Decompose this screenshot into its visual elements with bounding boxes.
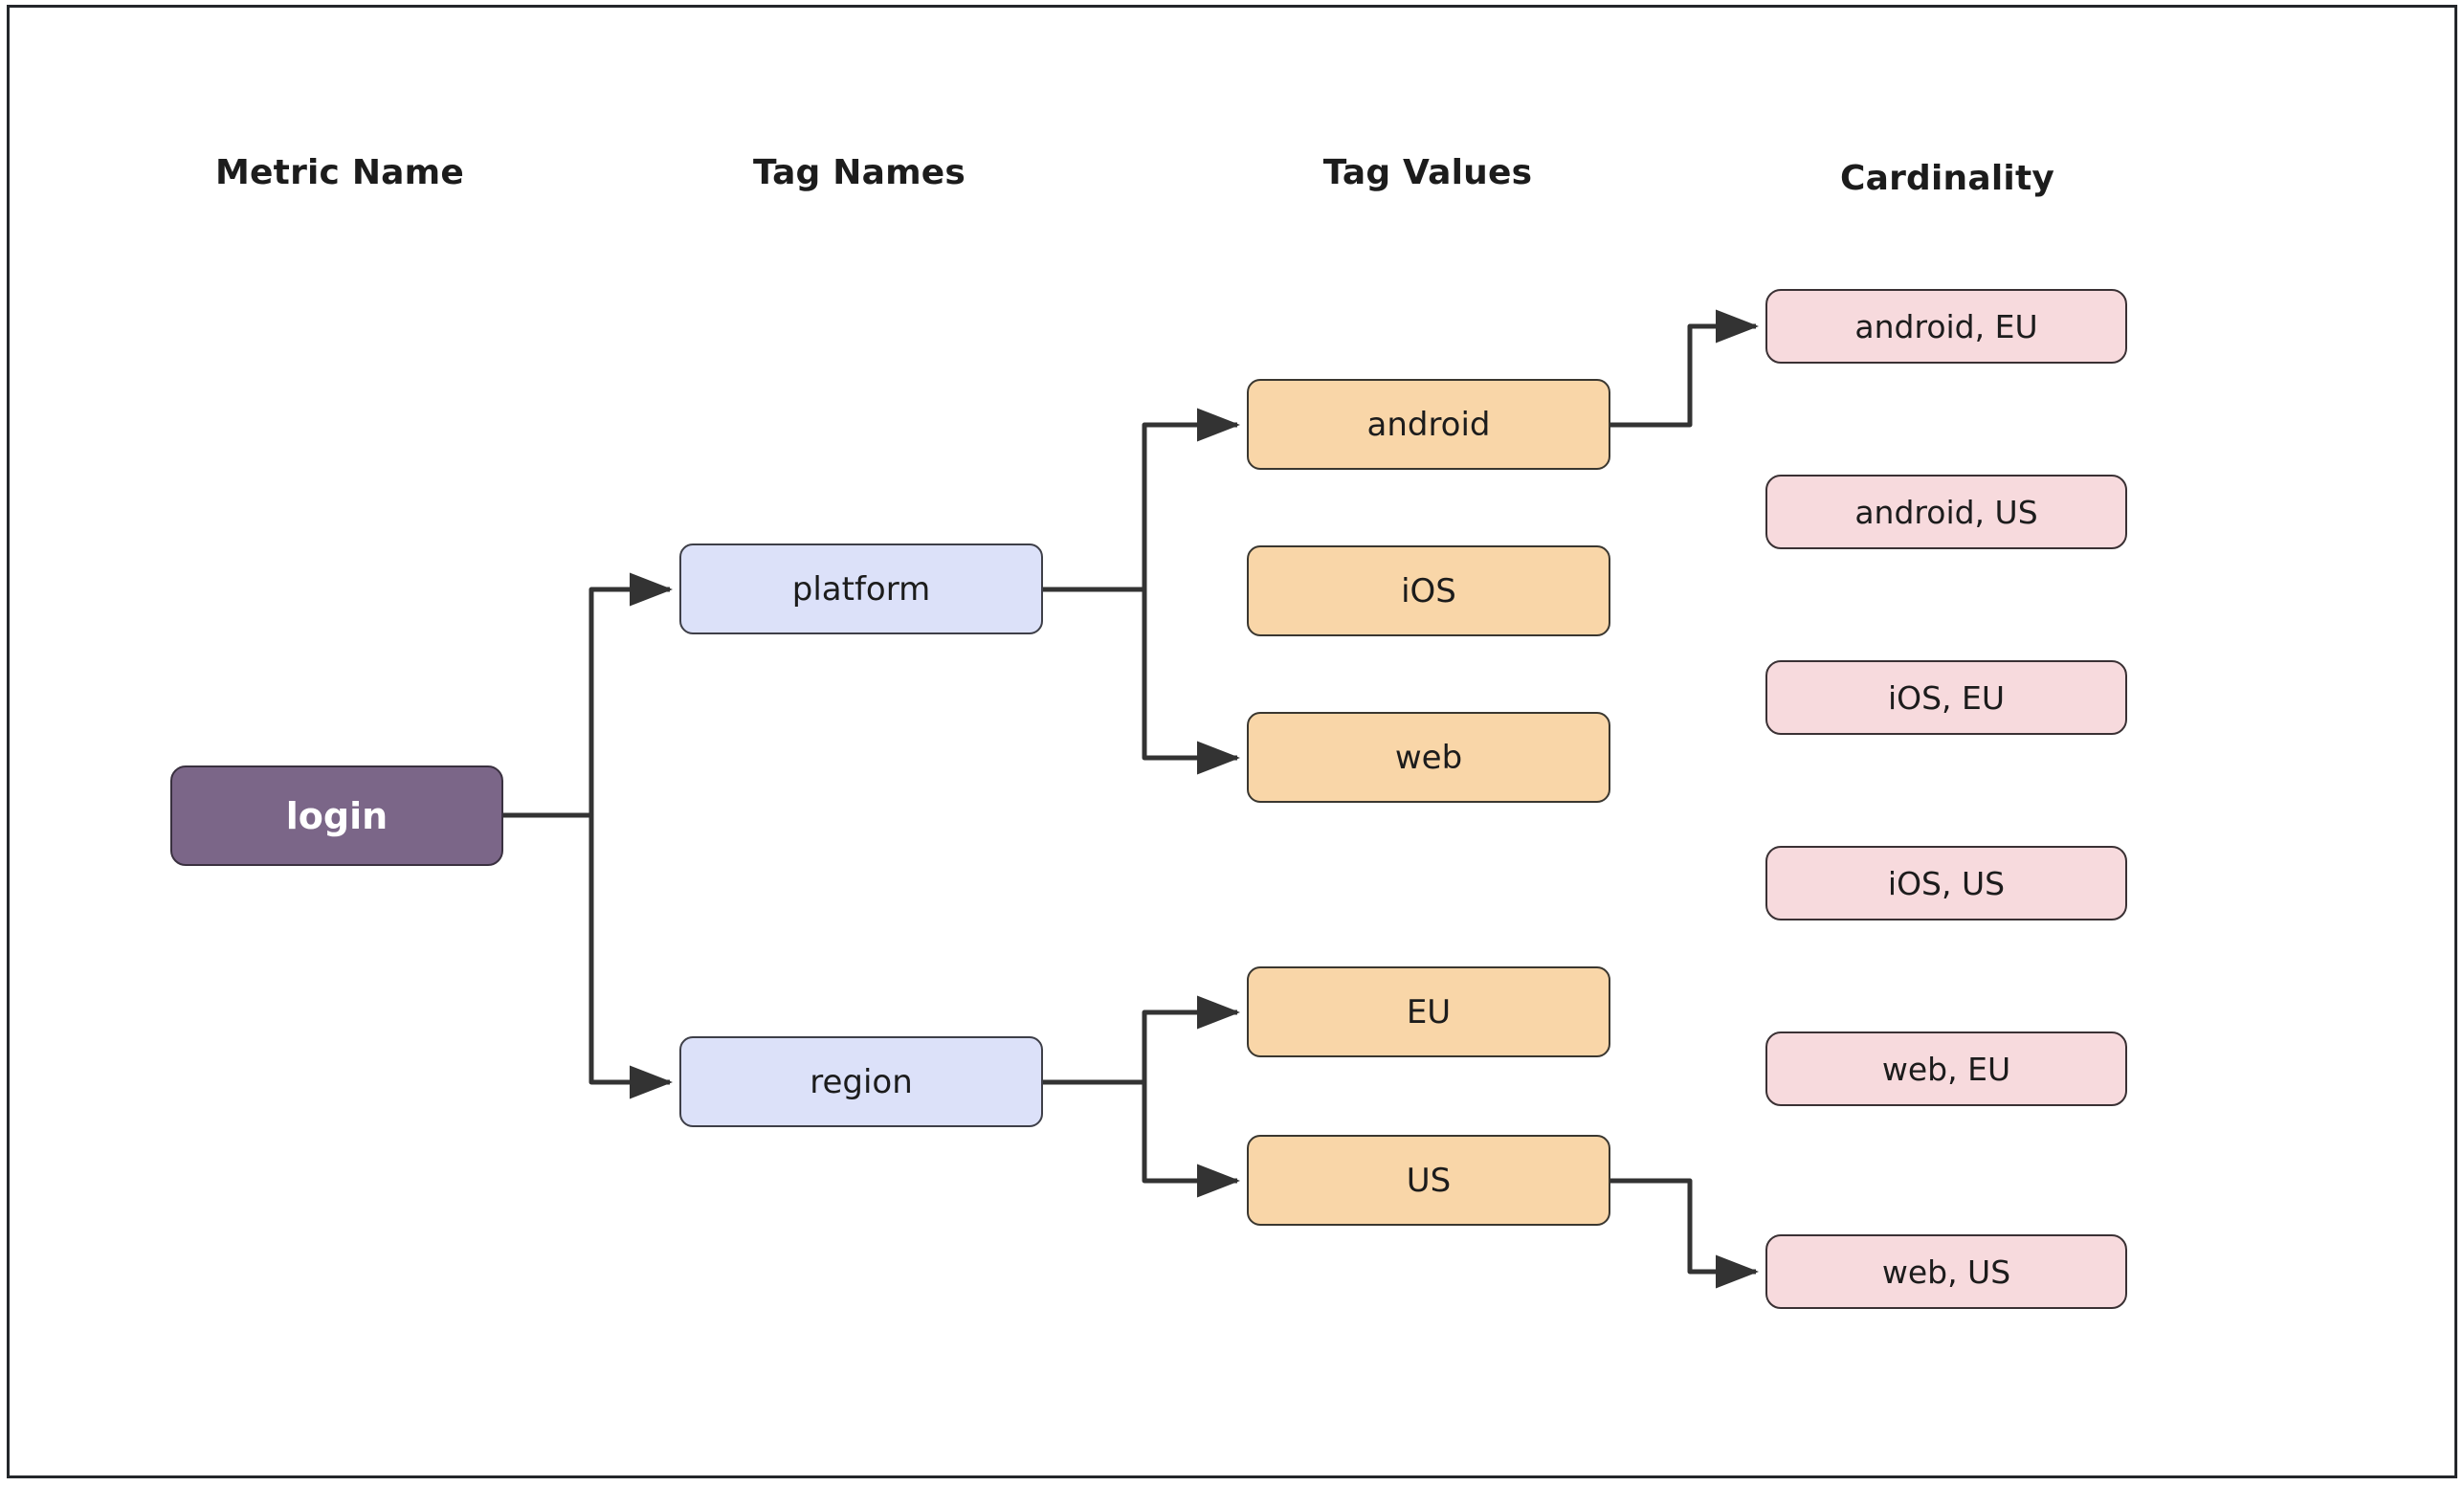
- connector-login-platform: [503, 572, 674, 818]
- connector-login-region: [503, 812, 674, 1099]
- column-header-tag-values: Tag Values: [1322, 153, 1533, 192]
- tag-value-node-eu[interactable]: EU: [1247, 966, 1610, 1057]
- connector-platform-web: [1043, 587, 1241, 775]
- tag-name-node-region[interactable]: region: [679, 1036, 1043, 1127]
- cardinality-node-android-us[interactable]: android, US: [1765, 475, 2127, 549]
- tag-value-node-android[interactable]: android: [1247, 379, 1610, 470]
- column-header-cardinality: Cardinality: [1839, 159, 2055, 198]
- cardinality-node-web-us[interactable]: web, US: [1765, 1234, 2127, 1309]
- connector-platform-android: [1043, 408, 1241, 592]
- column-header-tag-names: Tag Names: [752, 153, 966, 192]
- cardinality-node-web-eu[interactable]: web, EU: [1765, 1031, 2127, 1106]
- connector-us-web-us: [1610, 1178, 1760, 1289]
- column-header-metric-name: Metric Name: [215, 153, 464, 192]
- tag-value-node-web[interactable]: web: [1247, 712, 1610, 803]
- tag-name-node-platform[interactable]: platform: [679, 543, 1043, 634]
- connector-region-eu: [1043, 995, 1241, 1085]
- cardinality-node-ios-eu[interactable]: iOS, EU: [1765, 660, 2127, 735]
- cardinality-node-ios-us[interactable]: iOS, US: [1765, 846, 2127, 920]
- connector-region-us: [1043, 1079, 1241, 1198]
- cardinality-node-android-eu[interactable]: android, EU: [1765, 289, 2127, 364]
- metric-node-login[interactable]: login: [170, 765, 503, 866]
- tag-value-node-us[interactable]: US: [1247, 1135, 1610, 1226]
- tag-value-node-ios[interactable]: iOS: [1247, 545, 1610, 636]
- connector-android-android-eu: [1610, 309, 1760, 428]
